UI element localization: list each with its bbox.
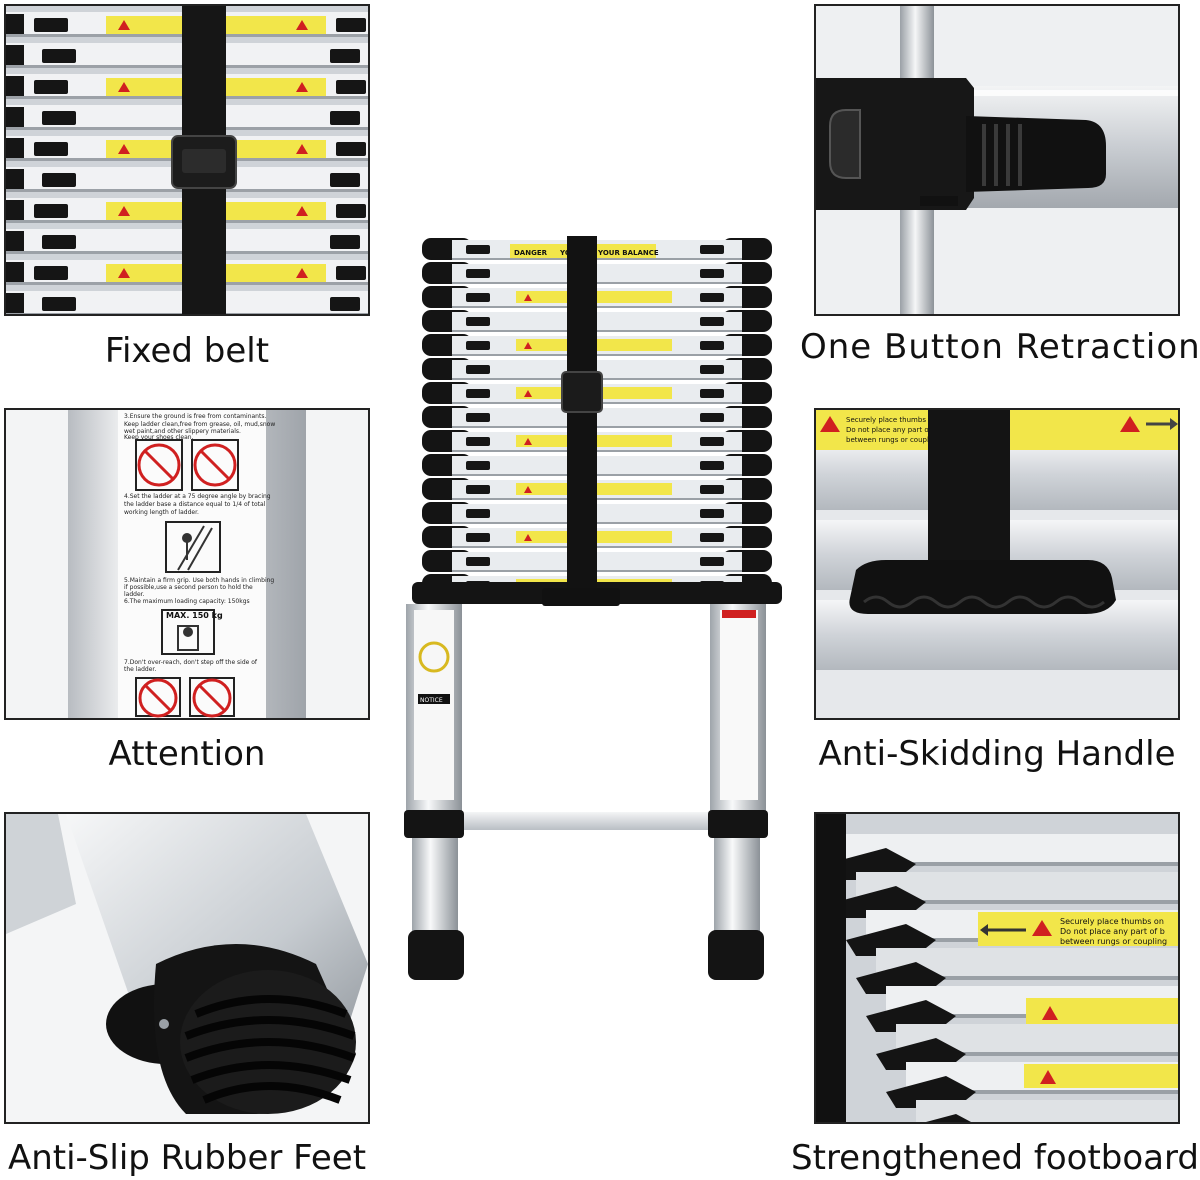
- danger-label-left: DANGER: [514, 249, 548, 257]
- attention-step7-line1: 7.Don't over-reach, don't step off the s…: [124, 659, 258, 666]
- handle-label-line3: between rungs or coupling: [846, 436, 940, 444]
- attention-step4-line2: the ladder base a distance equal to 1/4 …: [124, 501, 266, 508]
- handle-label-line1: Securely place thumbs on: [846, 416, 937, 424]
- caption-attention: Attention: [108, 734, 266, 774]
- caption-fixed-belt: Fixed belt: [104, 331, 270, 371]
- fixed-belt-photo: [4, 4, 370, 316]
- handle-label-line2: Do not place any part of b: [846, 426, 938, 434]
- footboard-photo: Securely place thumbs on Do not place an…: [814, 812, 1180, 1124]
- attention-step3-line3: wet paint,and other slippery materials.: [124, 428, 241, 435]
- rubber-feet-photo: [4, 812, 370, 1124]
- attention-step5-line1: 5.Maintain a firm grip. Use both hands i…: [124, 577, 274, 584]
- attention-step3-line1: 3.Ensure the ground is free from contami…: [124, 413, 266, 420]
- one-button-retraction-photo: [814, 4, 1180, 316]
- footboard-label-line1: Securely place thumbs on: [1060, 917, 1164, 926]
- caption-one-button-retraction: One Button Retraction: [800, 327, 1200, 367]
- attention-step3-line2: Keep ladder clean,free from grease, oil,…: [124, 421, 275, 428]
- attention-step5-line3: ladder.: [124, 591, 145, 598]
- attention-max-load: MAX. 150 kg: [166, 611, 223, 620]
- caption-footboard: Strengthened footboard: [791, 1138, 1199, 1178]
- attention-step7-line2: the ladder.: [124, 666, 156, 673]
- attention-photo: 3.Ensure the ground is free from contami…: [4, 408, 370, 720]
- footboard-label-line3: between rungs or coupling: [1060, 937, 1167, 946]
- attention-step6: 6.The maximum loading capacity: 150kgs: [124, 598, 250, 605]
- notice-label: NOTICE: [420, 697, 443, 704]
- attention-step4-line3: working length of ladder.: [124, 509, 199, 516]
- danger-label-right: YOUR BALANCE: [597, 249, 659, 257]
- anti-skidding-handle-photo: Securely place thumbs on Do not place an…: [814, 408, 1180, 720]
- attention-step5-line2: if possible,use a second person to hold …: [124, 584, 253, 591]
- caption-anti-skidding-handle: Anti-Skidding Handle: [818, 734, 1176, 774]
- attention-step3-line4: Keep your shoes clean.: [124, 434, 194, 441]
- caption-rubber-feet: Anti-Slip Rubber Feet: [7, 1138, 367, 1178]
- footboard-label-line2: Do not place any part of b: [1060, 927, 1165, 936]
- attention-step4-line1: 4.Set the ladder at a 75 degree angle by…: [124, 493, 271, 500]
- ladder-product-image: DANGER YOU YOUR BALANCE NOTICE: [392, 232, 802, 992]
